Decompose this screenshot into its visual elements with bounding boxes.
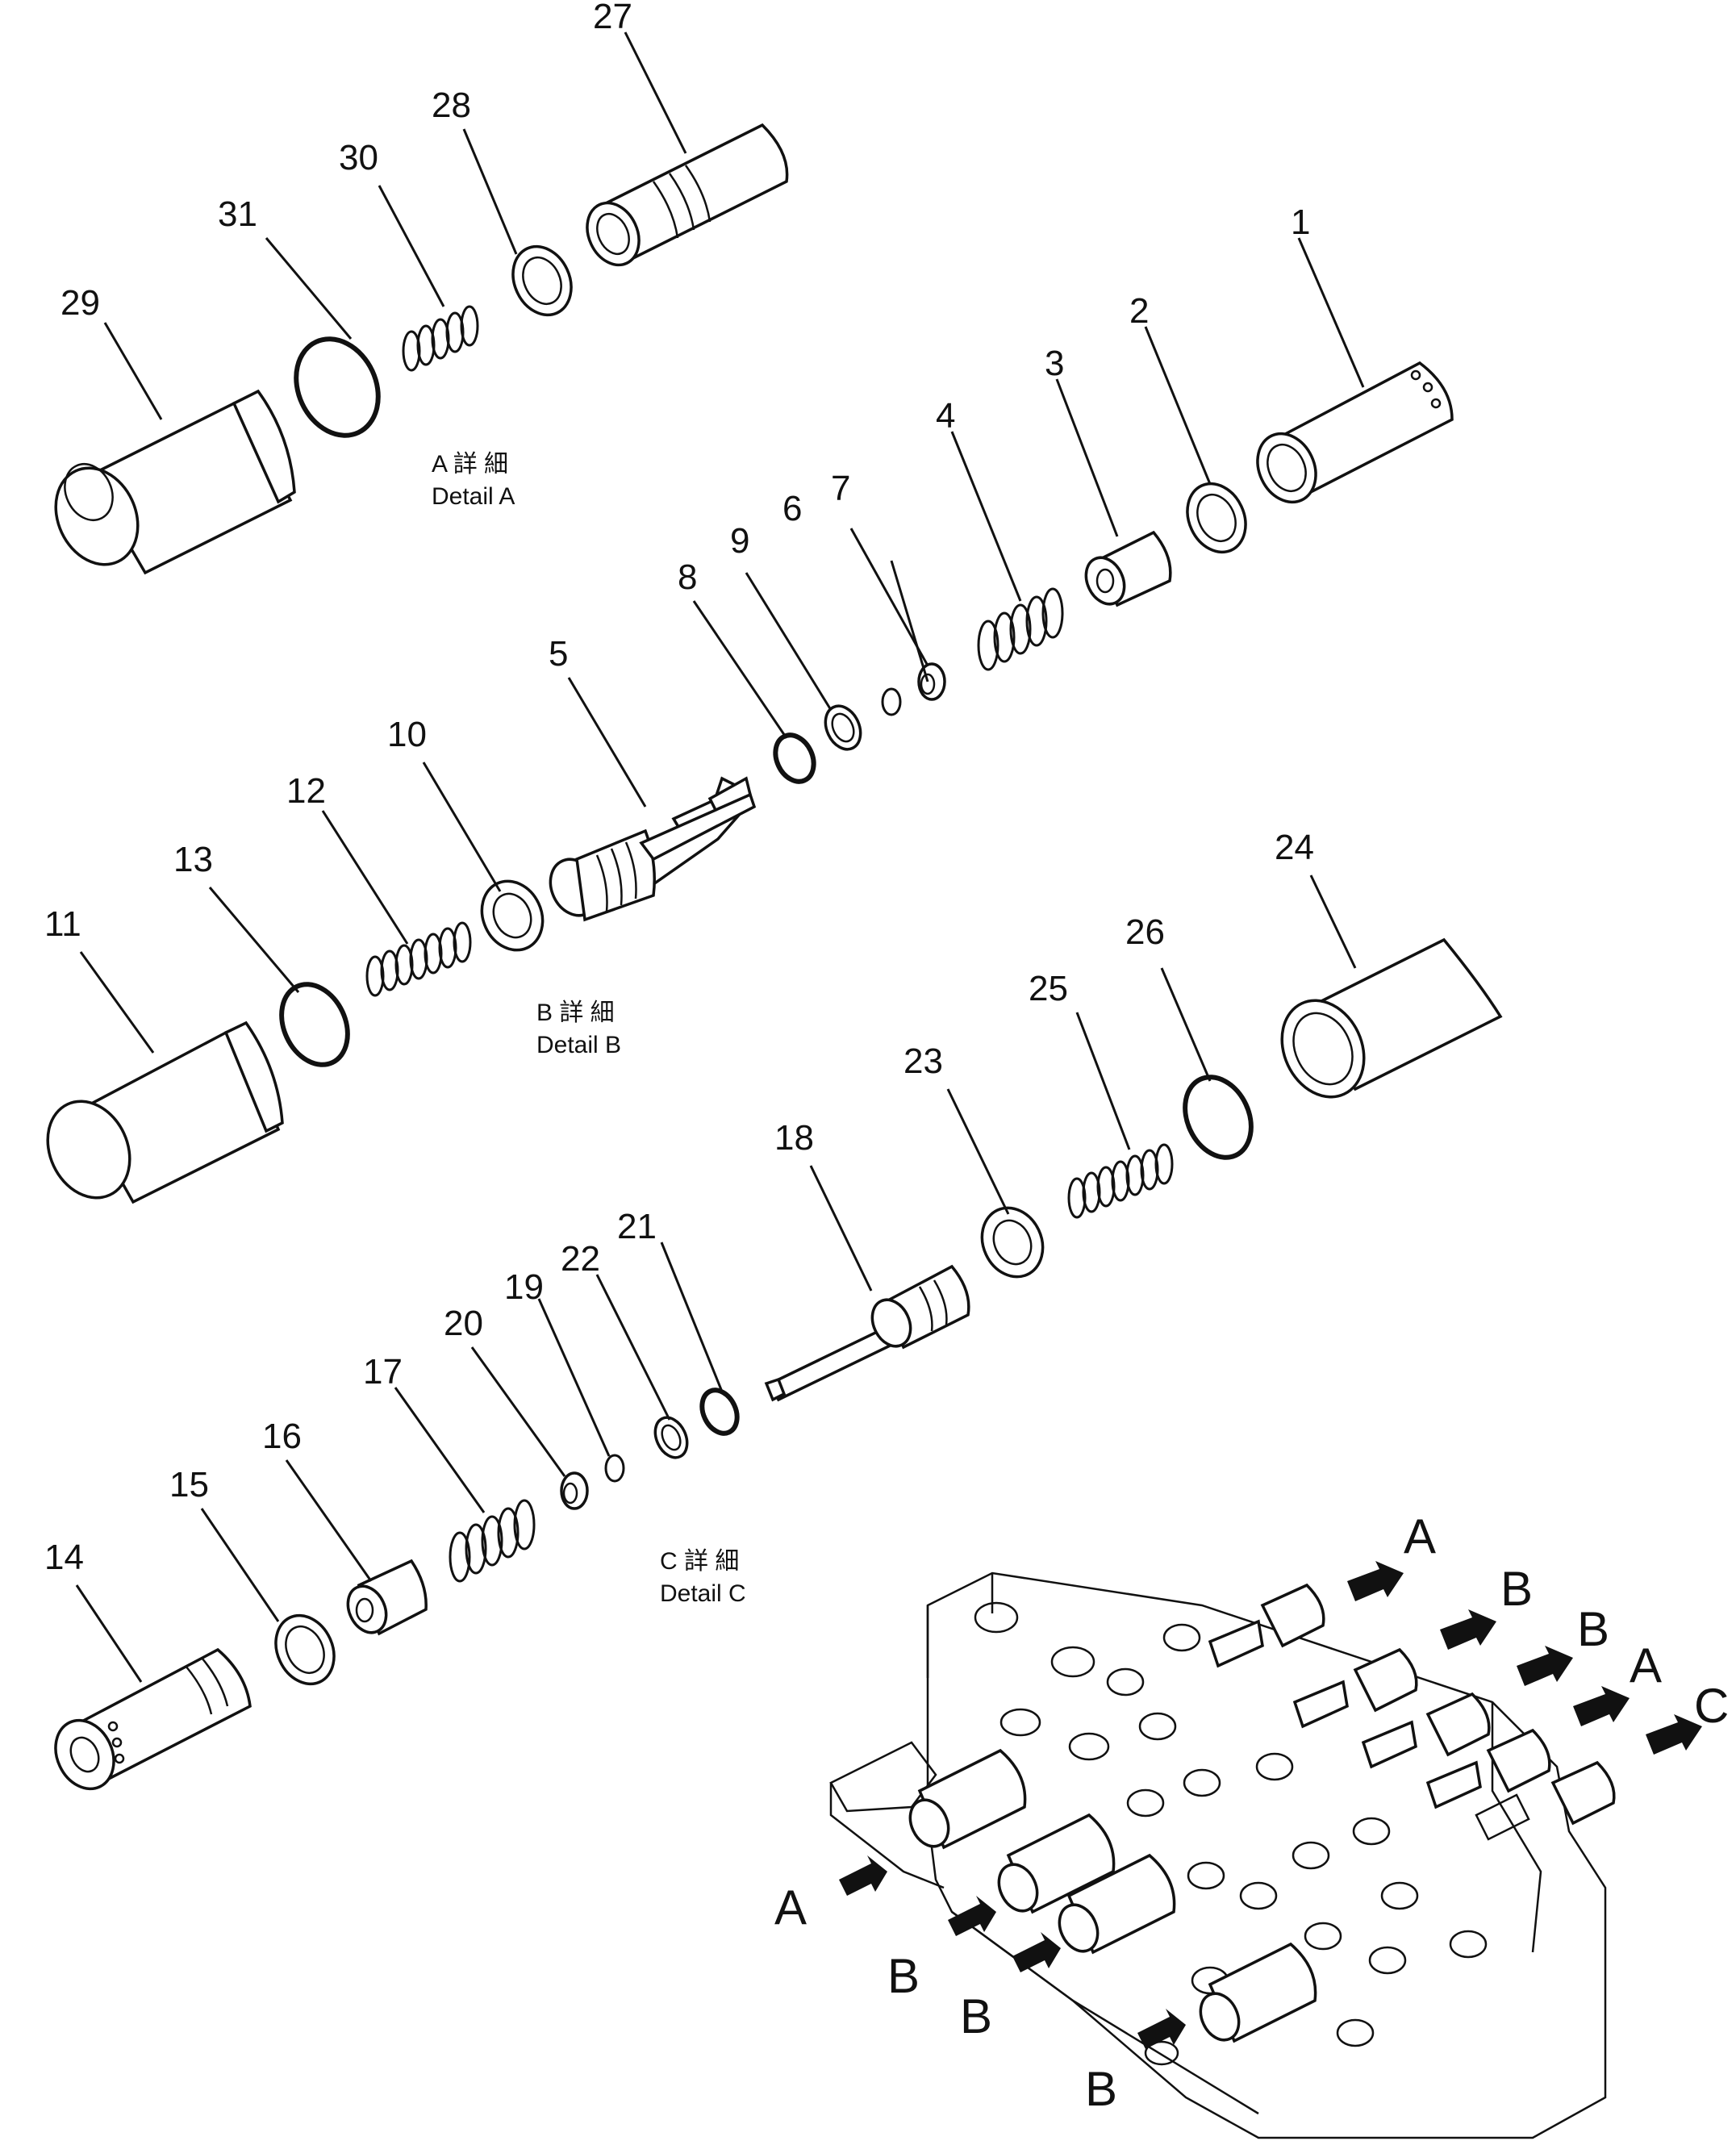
callout-18: 18	[774, 1118, 814, 1158]
part-22-washer	[653, 1416, 689, 1459]
callout-13: 13	[173, 840, 213, 879]
callout-17: 17	[363, 1352, 403, 1392]
callout-14: 14	[44, 1538, 84, 1577]
part-20-collar	[560, 1471, 589, 1510]
detail-a-kanji: A 詳 細	[432, 451, 508, 478]
assembly-letter-bottom-b2: B	[960, 1989, 992, 2043]
part-16-piston	[346, 1559, 428, 1636]
detail-c-caption: C 詳 細 Detail C	[660, 1548, 746, 1607]
callout-1: 1	[1291, 202, 1310, 242]
callout-2: 2	[1129, 291, 1149, 331]
part-25-spring	[1067, 1143, 1174, 1219]
assembly-letter-bottom-a: A	[774, 1880, 807, 1934]
part-13-o-ring	[279, 982, 350, 1067]
callout-26: 26	[1125, 912, 1165, 952]
callout-27: 27	[593, 0, 632, 36]
callout-20: 20	[444, 1304, 483, 1343]
assembly-arrows	[839, 1561, 1702, 2049]
part-21-o-ring	[699, 1388, 740, 1436]
part-5-spool	[549, 776, 757, 922]
part-26-o-ring	[1183, 1075, 1254, 1160]
part-2-ring	[1186, 482, 1247, 554]
part-10-nut	[480, 879, 545, 952]
part-15-ring	[274, 1613, 336, 1686]
part-23-nut	[980, 1206, 1045, 1279]
arrow-icon	[1646, 1714, 1702, 1755]
callout-19: 19	[504, 1267, 544, 1307]
callout-23: 23	[903, 1041, 943, 1081]
assembly-letter-top-b2: B	[1577, 1602, 1609, 1656]
part-12-spring	[365, 921, 472, 997]
callout-5: 5	[549, 634, 568, 674]
callout-15: 15	[169, 1465, 209, 1505]
arrow-icon	[1440, 1609, 1496, 1650]
part-24-plug	[1280, 937, 1503, 1099]
callout-numbers: 27 28 30 31 29 1 2 3 4 7 6 9 8 5 10 12 1…	[44, 0, 1314, 1577]
callout-16: 16	[262, 1417, 302, 1456]
assembly-letter-top-a2: A	[1630, 1638, 1662, 1692]
callout-24: 24	[1275, 828, 1314, 867]
assembly-letter-bottom-b3: B	[1085, 2062, 1117, 2116]
callout-22: 22	[561, 1239, 600, 1279]
assembly-letter-top-b1: B	[1500, 1562, 1533, 1616]
assembly-letter-top-a: A	[1404, 1509, 1436, 1563]
callout-3: 3	[1045, 344, 1064, 383]
valve-body-assembly	[829, 1571, 1616, 2139]
callout-8: 8	[678, 557, 697, 597]
part-19-ring	[604, 1454, 625, 1483]
part-14-sleeve	[54, 1647, 252, 1791]
leader-lines	[75, 31, 1365, 1683]
callout-4: 4	[936, 396, 955, 436]
detail-a-label: Detail A	[432, 483, 515, 510]
part-9-washer	[824, 704, 862, 751]
arrow-icon	[1137, 2009, 1186, 2049]
arrow-icon	[1573, 1686, 1630, 1726]
assembly-letter-bottom-b1: B	[887, 1949, 920, 2003]
detail-b-label: Detail B	[536, 1032, 621, 1058]
callout-9: 9	[730, 521, 749, 561]
part-8-o-ring	[773, 732, 816, 784]
part-28-ring	[511, 244, 573, 317]
callout-21: 21	[617, 1207, 657, 1246]
arrow-icon	[839, 1855, 887, 1896]
callout-11: 11	[44, 904, 81, 944]
callout-28: 28	[432, 86, 471, 125]
part-6-ring	[881, 687, 902, 716]
part-3-piston	[1084, 530, 1172, 607]
part-7-collar	[917, 662, 946, 701]
callout-25: 25	[1029, 969, 1068, 1008]
callout-6: 6	[782, 489, 802, 528]
detail-c-label: Detail C	[660, 1580, 746, 1607]
detail-b-kanji: B 詳 細	[536, 1000, 615, 1026]
assembly-letter-top-c: C	[1694, 1679, 1729, 1733]
arrow-icon	[1012, 1932, 1061, 1972]
part-1-sleeve	[1256, 361, 1454, 504]
detail-c-kanji: C 詳 細	[660, 1548, 739, 1575]
part-31-o-ring	[294, 336, 381, 438]
callout-29: 29	[61, 283, 100, 323]
callout-12: 12	[286, 771, 326, 811]
callout-30: 30	[339, 138, 378, 177]
arrow-icon	[1517, 1646, 1573, 1686]
part-4-spring	[977, 587, 1064, 671]
detail-b-caption: B 詳 細 Detail B	[536, 1000, 621, 1058]
part-17-spring	[449, 1499, 536, 1583]
part-18-spool	[764, 1264, 970, 1402]
part-30-spring	[402, 305, 479, 372]
callout-7: 7	[831, 469, 850, 508]
callout-31: 31	[218, 194, 257, 234]
part-27-sleeve	[586, 123, 789, 267]
part-11-plug	[46, 1020, 284, 1204]
assembly-letters: A B B A C A B B B	[774, 1509, 1729, 2116]
arrow-icon	[1347, 1561, 1404, 1601]
arrow-icon	[948, 1896, 996, 1936]
detail-a-caption: A 詳 細 Detail A	[432, 451, 515, 510]
part-29-plug	[54, 389, 296, 575]
callout-10: 10	[387, 715, 427, 754]
